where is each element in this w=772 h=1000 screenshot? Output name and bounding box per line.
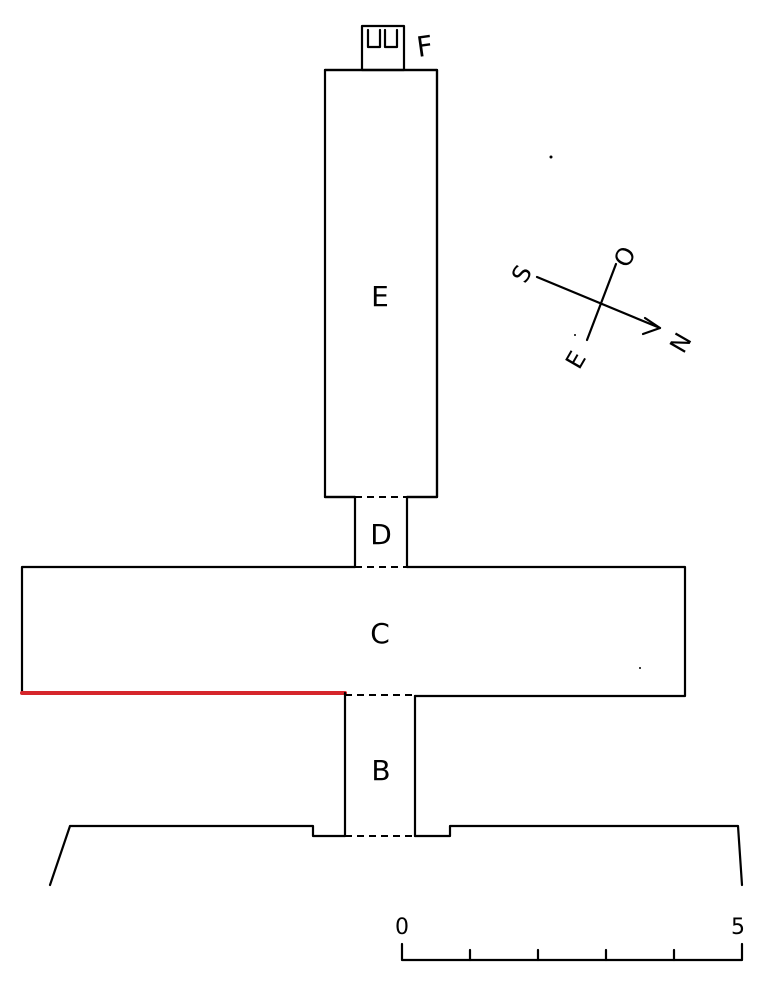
room-label-c: C <box>370 617 390 650</box>
room-d <box>353 495 409 569</box>
facade-right <box>413 824 744 887</box>
room-f <box>360 24 406 72</box>
compass-south-north-axis <box>535 275 662 330</box>
compass-label-north: N <box>664 328 697 358</box>
compass: S O E N <box>506 242 698 374</box>
ink-speck <box>639 667 641 669</box>
room-label-b: B <box>371 754 390 787</box>
room-e <box>323 68 439 499</box>
compass-north-arrowhead <box>641 316 662 336</box>
compass-east-west-axis <box>585 262 618 342</box>
compass-label-south: S <box>506 260 538 287</box>
ink-speck <box>574 334 576 336</box>
room-c <box>20 565 687 698</box>
facade <box>48 824 744 887</box>
room-f-niche-right <box>383 28 399 49</box>
room-c-wall-top-left <box>20 565 357 695</box>
scale-label-end: 5 <box>731 915 745 940</box>
room-label-f: F <box>415 29 436 64</box>
facade-left <box>48 824 347 887</box>
compass-label-west: O <box>608 242 642 272</box>
room-label-d: D <box>370 518 392 551</box>
room-label-e: E <box>371 280 389 313</box>
room-f-niche-left <box>366 28 382 49</box>
scale-label-start: 0 <box>395 915 409 940</box>
ink-speck <box>549 155 553 159</box>
scale-bar: 0 5 <box>395 915 745 962</box>
room-b <box>343 691 417 838</box>
room-c-wall-top-right <box>405 565 687 698</box>
compass-label-east: E <box>560 346 592 373</box>
scale-bar-line <box>400 942 744 962</box>
